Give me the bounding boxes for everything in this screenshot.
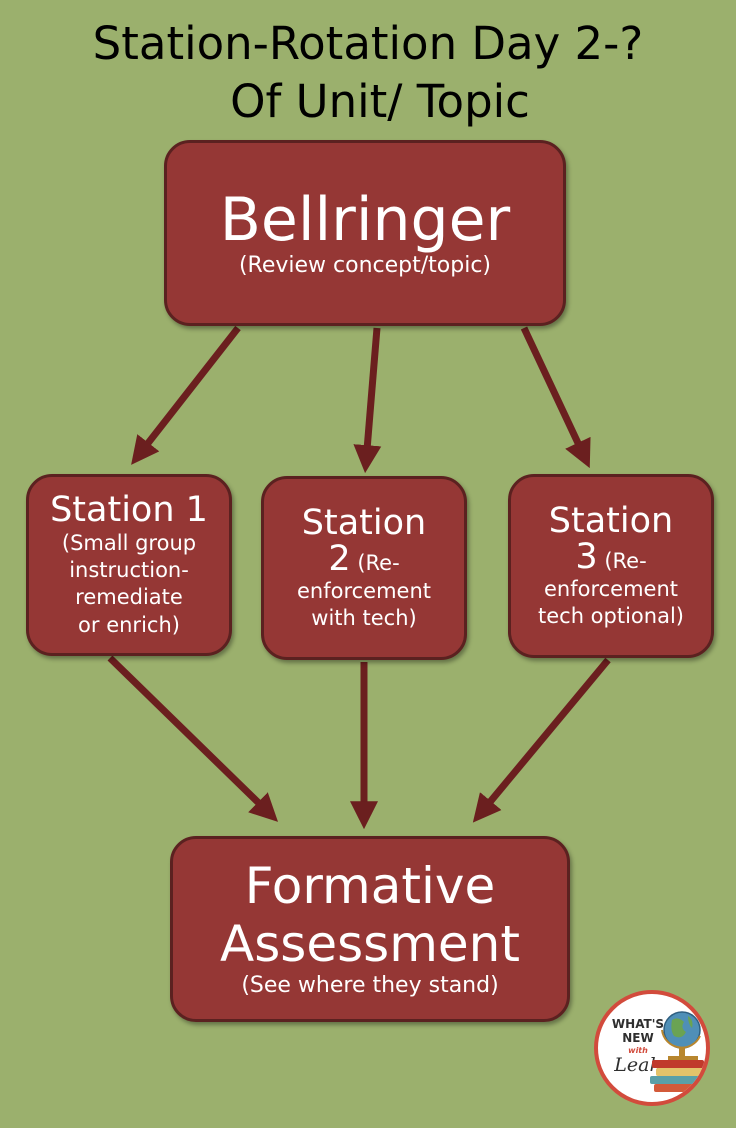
logo-line-2: NEW: [622, 1030, 654, 1045]
arrow-bellringer-to-station-1: [131, 325, 241, 465]
arrow-station-3-to-formative: [472, 657, 611, 823]
station-2-box: Station 2 (Re- enforcement with tech): [261, 476, 467, 660]
station-2-number-row: 2 (Re-: [328, 542, 399, 577]
station-1-line: or enrich): [78, 612, 180, 637]
station-2-line: enforcement: [296, 578, 432, 603]
station-2-number-suffix: (Re-: [357, 551, 400, 576]
station-3-line: tech optional): [538, 603, 684, 628]
globe-and-books-icon: [650, 1011, 704, 1092]
station-3-number: 3: [575, 537, 598, 578]
logo-badge: WHAT'S NEW with Leah: [594, 990, 710, 1106]
arrow-station-1-to-formative: [107, 655, 279, 822]
station-3-number-suffix: (Re-: [604, 549, 647, 574]
station-1-line: (Small group: [61, 530, 197, 555]
bellringer-box: Bellringer (Review concept/topic): [164, 140, 566, 326]
station-2-title: Station: [301, 502, 427, 543]
formative-title-line-2: Assessment: [220, 914, 520, 973]
station-2-line: with tech): [311, 605, 417, 630]
logo-line-3: with: [628, 1045, 648, 1055]
page-title-line-1: Station-Rotation Day 2-?: [92, 17, 644, 70]
arrow-bellringer-to-station-2: [353, 327, 382, 474]
logo-line-1: WHAT'S: [611, 1017, 665, 1031]
formative-title-line-1: Formative: [244, 857, 496, 916]
formative-assessment-box: Formative Assessment (See where they sta…: [170, 836, 570, 1022]
arrow-bellringer-to-station-3: [520, 326, 591, 469]
page-title-line-2: Of Unit/ Topic: [230, 75, 530, 128]
station-1-title: Station 1: [50, 490, 208, 531]
station-1-line: remediate: [75, 585, 183, 610]
formative-subtitle: (See where they stand): [241, 973, 499, 999]
station-3-line: enforcement: [543, 576, 679, 601]
station-3-box: Station 3 (Re- enforcement tech optional…: [508, 474, 714, 658]
station-1-box: Station 1 (Small group instruction- reme…: [26, 474, 232, 656]
station-3-title: Station: [548, 500, 674, 541]
station-2-number: 2: [328, 539, 351, 580]
bellringer-subtitle: (Review concept/topic): [238, 252, 492, 278]
bellringer-title: Bellringer: [219, 184, 511, 255]
station-1-line: instruction-: [69, 557, 189, 582]
logo-text: WHAT'S NEW with Leah: [608, 1017, 668, 1077]
station-3-number-row: 3 (Re-: [575, 540, 646, 575]
logo-line-4: Leah: [614, 1053, 662, 1076]
